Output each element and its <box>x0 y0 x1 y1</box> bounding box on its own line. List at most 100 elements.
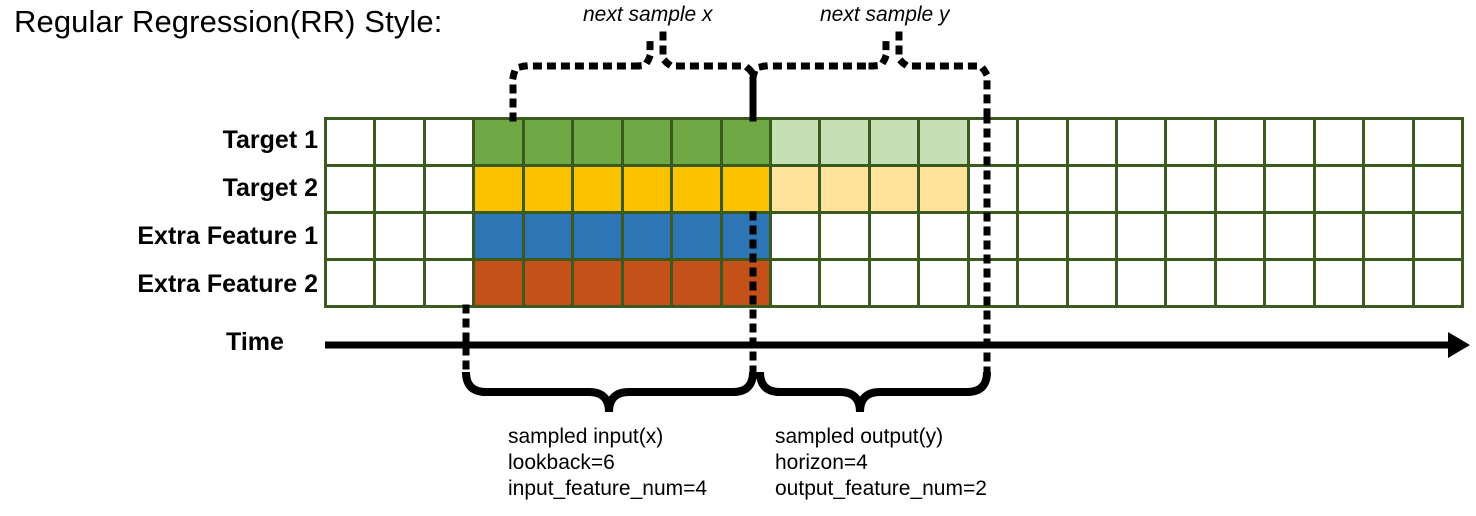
grid-cell <box>574 214 621 258</box>
grid-cell <box>623 167 671 211</box>
grid-cell <box>574 261 621 305</box>
grid-cell <box>524 167 572 211</box>
grid-cell <box>425 214 473 258</box>
grid-cell <box>524 261 572 305</box>
next-sample-x-connector <box>509 31 757 122</box>
page-title: Regular Regression(RR) Style: <box>14 4 443 39</box>
grid-cell <box>1118 167 1165 211</box>
grid-cell <box>870 120 918 164</box>
grid-cell <box>1315 167 1363 211</box>
sampled-input-heading: sampled input(x) <box>508 425 664 448</box>
grid-cell <box>1365 120 1412 164</box>
grid-cell <box>475 167 522 211</box>
sampled-output-feature-num: output_feature_num=2 <box>775 477 987 500</box>
grid-cell <box>870 167 918 211</box>
grid-cell <box>1167 261 1214 305</box>
grid-cell <box>821 167 868 211</box>
grid-cell <box>475 120 522 164</box>
grid-cell <box>722 167 769 211</box>
grid-cell <box>821 261 868 305</box>
grid-cell <box>771 261 819 305</box>
grid-cell <box>1216 120 1264 164</box>
next-sample-x-label: next sample x <box>583 3 713 26</box>
grid-cell <box>1068 214 1115 258</box>
grid-cell <box>673 120 720 164</box>
row-label-extra-feature-2: Extra Feature 2 <box>137 270 318 298</box>
grid-row-target-2 <box>327 167 1462 211</box>
grid-cell <box>574 167 621 211</box>
grid-cell <box>376 214 423 258</box>
grid-cell <box>771 120 819 164</box>
grid-cell <box>1118 261 1165 305</box>
grid-cell <box>1068 120 1115 164</box>
next-sample-y-label: next sample y <box>820 3 950 26</box>
row-label-target-2: Target 2 <box>222 174 318 202</box>
grid-cell <box>1167 120 1214 164</box>
grid-cell <box>1019 214 1066 258</box>
grid-row-extra-feature-2 <box>327 261 1462 305</box>
grid-cell <box>1216 214 1264 258</box>
grid-row-target-1 <box>327 120 1462 164</box>
grid-cell <box>376 120 423 164</box>
grid-cell <box>475 214 522 258</box>
grid-cell <box>969 214 1017 258</box>
grid-cell <box>821 120 868 164</box>
grid-cell <box>574 120 621 164</box>
grid-cell <box>722 120 769 164</box>
grid-cell <box>1414 214 1462 258</box>
grid-cell <box>1414 120 1462 164</box>
grid-cell <box>870 261 918 305</box>
grid-cell <box>1118 214 1165 258</box>
time-axis-label: Time <box>226 328 284 356</box>
grid-cell <box>1414 167 1462 211</box>
sampled-input-feature-num: input_feature_num=4 <box>508 477 708 500</box>
grid-row-extra-feature-1 <box>327 214 1462 258</box>
grid-cell <box>1167 167 1214 211</box>
grid-cell <box>623 214 671 258</box>
grid-cell <box>1365 167 1412 211</box>
grid-cell <box>1019 167 1066 211</box>
grid-cell <box>969 167 1017 211</box>
grid-cell <box>1365 261 1412 305</box>
grid-cell <box>327 214 374 258</box>
grid-cell <box>1266 167 1313 211</box>
grid-cell <box>870 214 918 258</box>
grid-cell <box>1019 120 1066 164</box>
grid-cell <box>376 261 423 305</box>
grid-cell <box>722 261 769 305</box>
grid-cell <box>623 120 671 164</box>
grid-cell <box>1315 261 1363 305</box>
grid-cell <box>920 261 967 305</box>
grid-cell <box>425 261 473 305</box>
grid-cell <box>524 214 572 258</box>
grid-cell <box>475 261 522 305</box>
sampled-input-caption: sampled input(x) lookback=6 input_featur… <box>508 424 707 502</box>
timeline-grid <box>324 117 1464 308</box>
sampled-output-caption: sampled output(y) horizon=4 output_featu… <box>775 424 987 502</box>
grid-cell <box>1315 214 1363 258</box>
grid-cell <box>1216 261 1264 305</box>
grid-cell <box>1315 120 1363 164</box>
grid-cell <box>673 261 720 305</box>
grid-cell <box>969 120 1017 164</box>
sampled-output-horizon: horizon=4 <box>775 451 868 474</box>
sampled-output-heading: sampled output(y) <box>775 425 944 448</box>
grid-cell <box>425 167 473 211</box>
grid-cell <box>1266 214 1313 258</box>
grid-cell <box>1365 214 1412 258</box>
grid-cell <box>1414 261 1462 305</box>
grid-cell <box>327 120 374 164</box>
grid-cell <box>722 214 769 258</box>
grid-cell <box>920 167 967 211</box>
grid-cell <box>1068 167 1115 211</box>
row-label-target-1: Target 1 <box>222 126 318 154</box>
grid-cell <box>1167 214 1214 258</box>
grid-cell <box>1068 261 1115 305</box>
grid-cell <box>376 167 423 211</box>
sampled-output-brace <box>756 371 991 413</box>
grid-cell <box>1118 120 1165 164</box>
grid-cell <box>771 214 819 258</box>
grid-cell <box>771 167 819 211</box>
grid-cell <box>673 167 720 211</box>
grid-cell <box>327 167 374 211</box>
